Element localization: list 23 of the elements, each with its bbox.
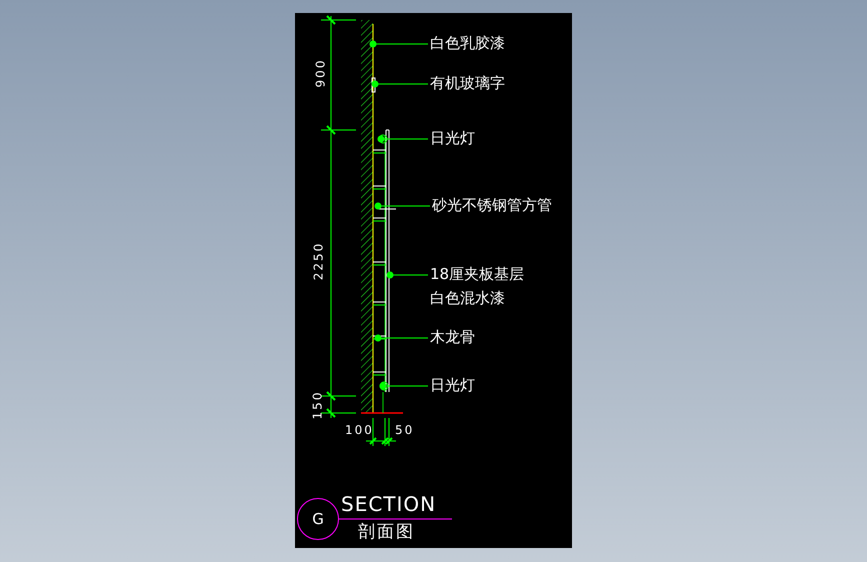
leader-line	[374, 202, 430, 210]
callout-text: 木龙骨	[430, 327, 475, 347]
callout-text: 18厘夹板基层	[430, 264, 524, 284]
callout-text: 白色混水漆	[430, 288, 506, 308]
leader-line	[370, 40, 428, 48]
section-subtitle: 剖面图	[358, 524, 415, 541]
leader-line	[386, 272, 428, 278]
callout-text: 日光灯	[430, 128, 475, 148]
callout-text: 砂光不锈钢管方管	[432, 195, 552, 215]
leader-line	[374, 334, 428, 342]
dimension-text: 900	[312, 58, 328, 88]
leader-line	[378, 136, 428, 142]
dimension-text: 2250	[310, 242, 326, 280]
callout-text: 有机玻璃字	[430, 73, 505, 93]
section-letter: G	[312, 512, 324, 526]
dimension-text: 50	[395, 422, 414, 439]
leader-line	[380, 382, 428, 390]
callout-text: 白色乳胶漆	[430, 33, 505, 53]
leader-line	[372, 80, 428, 88]
section-title: SECTION	[341, 494, 436, 514]
dimension-text: 100	[345, 422, 374, 439]
dimension-text: 150	[309, 390, 326, 420]
callout-text: 日光灯	[430, 375, 475, 395]
